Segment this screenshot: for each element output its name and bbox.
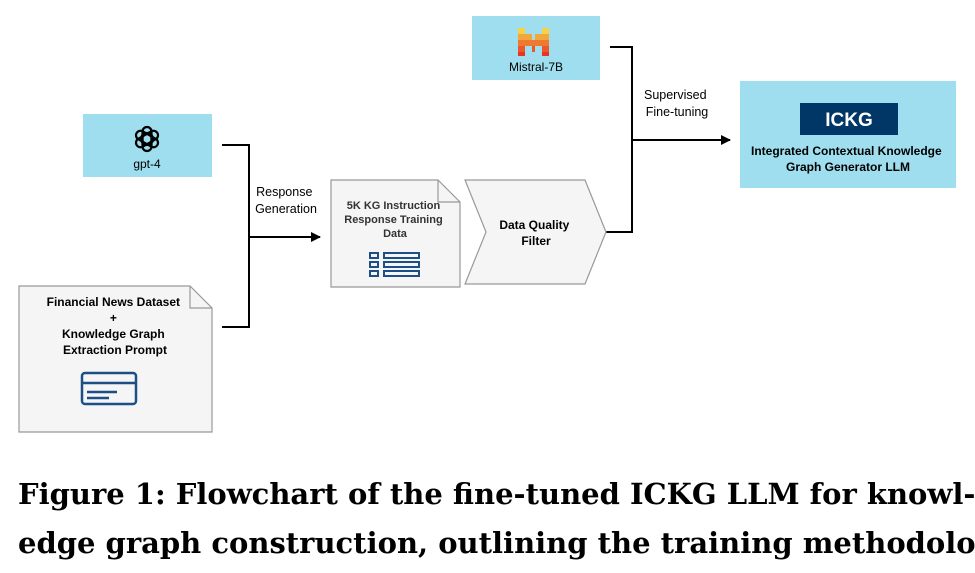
edge-gpt4-merge xyxy=(222,144,250,237)
ickg-badge xyxy=(800,103,898,135)
filter-label: Data Quality Filter xyxy=(499,218,572,248)
dataset-document: Financial News Dataset + Knowledge Graph… xyxy=(18,285,213,433)
filter-chevron-shape xyxy=(464,179,607,285)
dataset-title: Financial News Dataset + Knowledge Graph… xyxy=(47,295,184,357)
mistral-box xyxy=(472,16,600,80)
training-data-document-shape xyxy=(330,179,461,288)
edge-label-response-generation: Response Generation xyxy=(255,185,317,216)
mistral-node: Mistral-7B xyxy=(472,16,600,80)
mistral-logo-icon xyxy=(518,28,549,56)
ickg-badge-text: ICKG xyxy=(825,110,873,131)
caption-line-2: edge graph construction, outlining the t… xyxy=(18,526,975,560)
mistral-label: Mistral-7B xyxy=(509,60,563,74)
data-quality-filter-node: Data Quality Filter xyxy=(464,179,607,285)
dataset-document-shape xyxy=(18,285,213,433)
openai-logo-icon xyxy=(134,125,160,153)
ickg-title: Integrated Contextual Knowledge Graph Ge… xyxy=(751,144,945,174)
figure-caption: Figure 1: Flowchart of the fine-tuned IC… xyxy=(18,470,975,568)
training-data-title: 5K KG Instruction Response Training Data xyxy=(344,200,445,240)
gpt4-node: gpt-4 xyxy=(83,114,212,177)
connectors xyxy=(222,46,731,328)
list-document-icon xyxy=(369,252,420,277)
flowchart: Response Generation Supervised Fine-tuni… xyxy=(18,16,956,433)
gpt4-label: gpt-4 xyxy=(133,157,161,171)
ickg-node: ICKG Integrated Contextual Knowledge Gra… xyxy=(740,81,956,188)
card-document-icon xyxy=(80,371,138,406)
edge-label-supervised-finetuning: Supervised Fine-tuning xyxy=(644,88,710,119)
edge-filter-merge xyxy=(606,140,633,233)
caption-line-1: Figure 1: Flowchart of the fine-tuned IC… xyxy=(18,477,975,511)
edge-dataset-merge xyxy=(222,237,250,328)
edge-mistral-merge xyxy=(610,46,633,140)
training-data-document: 5K KG Instruction Response Training Data xyxy=(330,179,461,288)
